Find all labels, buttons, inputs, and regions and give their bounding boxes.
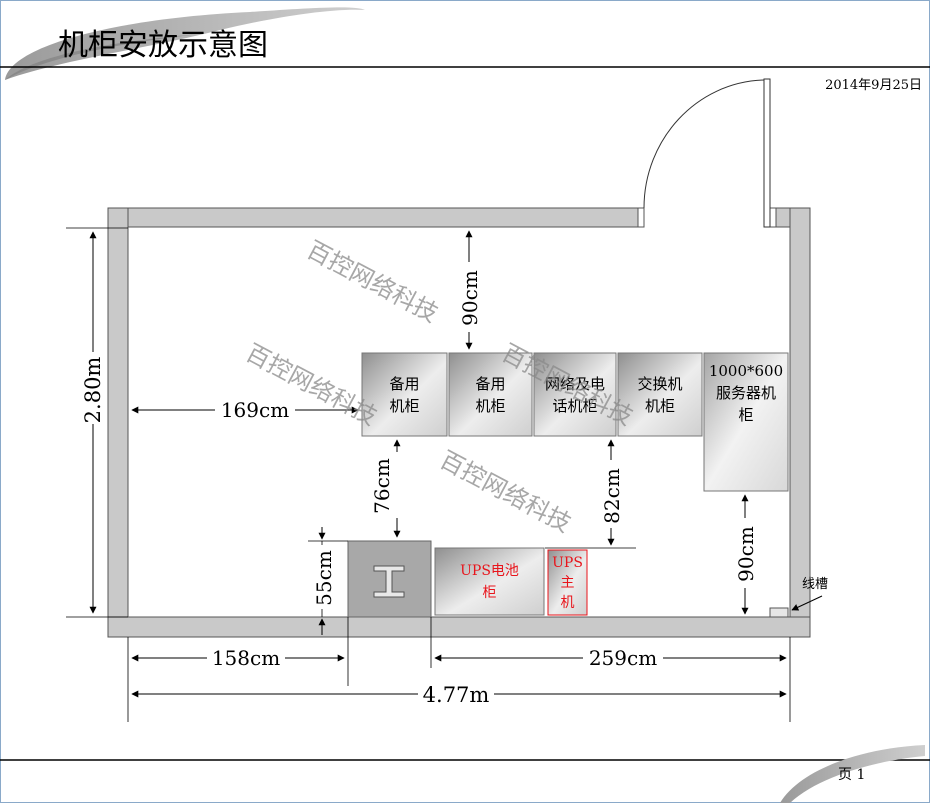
cabinet-network-label-2: 话机柜 <box>552 397 597 415</box>
dim-bottom-right: 259cm <box>430 617 791 722</box>
page-title: 机柜安放示意图 <box>58 28 268 63</box>
cabinet-spare-1-label-1: 备用 <box>389 375 419 393</box>
dim-mid-gap-left: 76cm <box>370 439 410 538</box>
door <box>637 78 777 228</box>
dim-width-total-label: 4.77m <box>423 683 490 707</box>
dim-left-gap: 169cm <box>131 397 359 423</box>
door-swing-arc <box>643 79 765 209</box>
ups-battery-label-1: UPS电池 <box>460 563 519 579</box>
dim-mid-gap-right: 82cm <box>545 439 636 549</box>
trunking-arrow <box>791 595 823 611</box>
cabinet-ups-host <box>547 549 588 616</box>
cabinet-spare-2 <box>448 352 533 437</box>
cabinet-spare-2-label-1: 备用 <box>475 375 505 393</box>
cabinet-ups-battery <box>434 547 545 616</box>
dim-height-total-label: 2.80m <box>81 357 105 424</box>
dim-top-gap: 90cm <box>458 230 482 350</box>
wall-top-left <box>107 207 639 228</box>
cabinet-row-top: 备用 机柜 备用 机柜 网络及电 话机柜 交换机 机柜 1000*600 服务器… <box>361 352 789 492</box>
dim-height-total: 2.80m <box>66 227 128 618</box>
dim-pillar-height: 55cm <box>308 527 348 635</box>
dim-width-total: 4.77m <box>131 681 787 707</box>
dim-right-gap: 90cm <box>734 494 758 615</box>
i-beam-icon <box>373 565 405 598</box>
dim-top-gap-label: 90cm <box>458 270 482 326</box>
dim-left-gap-label: 169cm <box>221 398 289 422</box>
cabinet-switch <box>617 352 703 437</box>
footer-swoosh <box>780 745 925 803</box>
watermark-4: 百控网络科技 <box>435 446 575 538</box>
watermark-1: 百控网络科技 <box>302 236 442 328</box>
cabinet-switch-label-1: 交换机 <box>637 375 682 393</box>
cabinet-network-label-1: 网络及电 <box>545 375 605 393</box>
dim-mid-gap-left-label: 76cm <box>370 458 394 514</box>
dim-pillar-height-label: 55cm <box>312 550 336 606</box>
page-number: 页 1 <box>838 767 865 783</box>
header-swoosh <box>5 7 365 80</box>
door-leaf <box>763 78 771 228</box>
dim-bottom-right-label: 259cm <box>589 646 657 670</box>
dim-mid-gap-right-label: 82cm <box>600 468 624 524</box>
cabinet-network-phone <box>533 352 617 437</box>
wall-left <box>107 207 129 638</box>
cabinet-server-label-1: 1000*600 <box>709 362 783 380</box>
room-walls <box>107 207 811 638</box>
cabinet-server-label-3: 柜 <box>738 406 753 424</box>
cable-trunking <box>769 607 789 618</box>
ups-host-label-1: UPS <box>552 555 583 571</box>
date-label: 2014年9月25日 <box>825 78 922 93</box>
cabinet-spare-1-label-2: 机柜 <box>389 397 419 415</box>
cabinet-server-label-2: 服务器机 <box>716 384 776 402</box>
ups-host-label-3: 机 <box>561 595 575 611</box>
cabinet-server <box>703 352 789 492</box>
ups-host-label-2: 主 <box>561 575 575 591</box>
dim-bottom-left: 158cm <box>127 617 349 722</box>
ups-battery-label-2: 柜 <box>483 585 497 601</box>
trunking-label: 线槽 <box>802 577 828 592</box>
wall-bottom <box>107 616 811 638</box>
wall-right <box>789 207 811 638</box>
cabinet-row-bottom: UPS电池 柜 UPS 主 机 <box>347 540 789 618</box>
dim-bottom-left-label: 158cm <box>212 646 280 670</box>
cabinet-spare-2-label-2: 机柜 <box>475 397 505 415</box>
cabinet-switch-label-2: 机柜 <box>645 397 675 415</box>
dim-right-gap-label: 90cm <box>734 526 758 582</box>
cabinet-spare-1 <box>361 352 448 437</box>
